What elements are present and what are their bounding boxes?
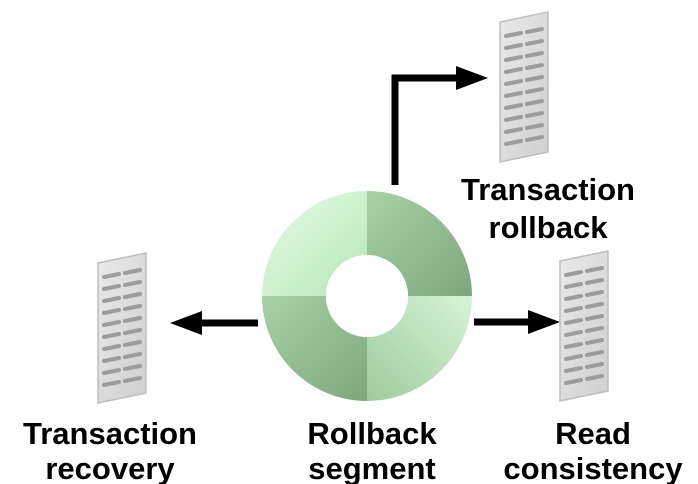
label-rollback-segment-line2: segment (308, 451, 435, 484)
document-icon-recovery (96, 251, 148, 405)
segment-quadrant-top-left (262, 191, 367, 296)
label-transaction-rollback-line2: rollback (489, 210, 609, 245)
label-read-consistency-line2: consistency (503, 451, 683, 484)
label-transaction-recovery-line2: recovery (45, 451, 175, 484)
arrow-up-right (391, 66, 488, 185)
donut-ring-icon (262, 191, 472, 401)
label-rollback-segment-line1: Rollback (307, 416, 437, 451)
label-read-consistency-line1: Read (555, 416, 631, 451)
arrow-right (474, 310, 560, 334)
document-icon-rollback (498, 10, 550, 164)
label-transaction-rollback-line1: Transaction (461, 172, 635, 207)
segment-quadrant-bottom-left (262, 296, 367, 401)
label-transaction-recovery-line1: Transaction (23, 416, 197, 451)
segment-quadrant-top-right (367, 191, 472, 296)
arrow-left (170, 311, 258, 335)
document-icon-consistency (558, 249, 610, 403)
segment-quadrant-bottom-right (367, 296, 472, 401)
